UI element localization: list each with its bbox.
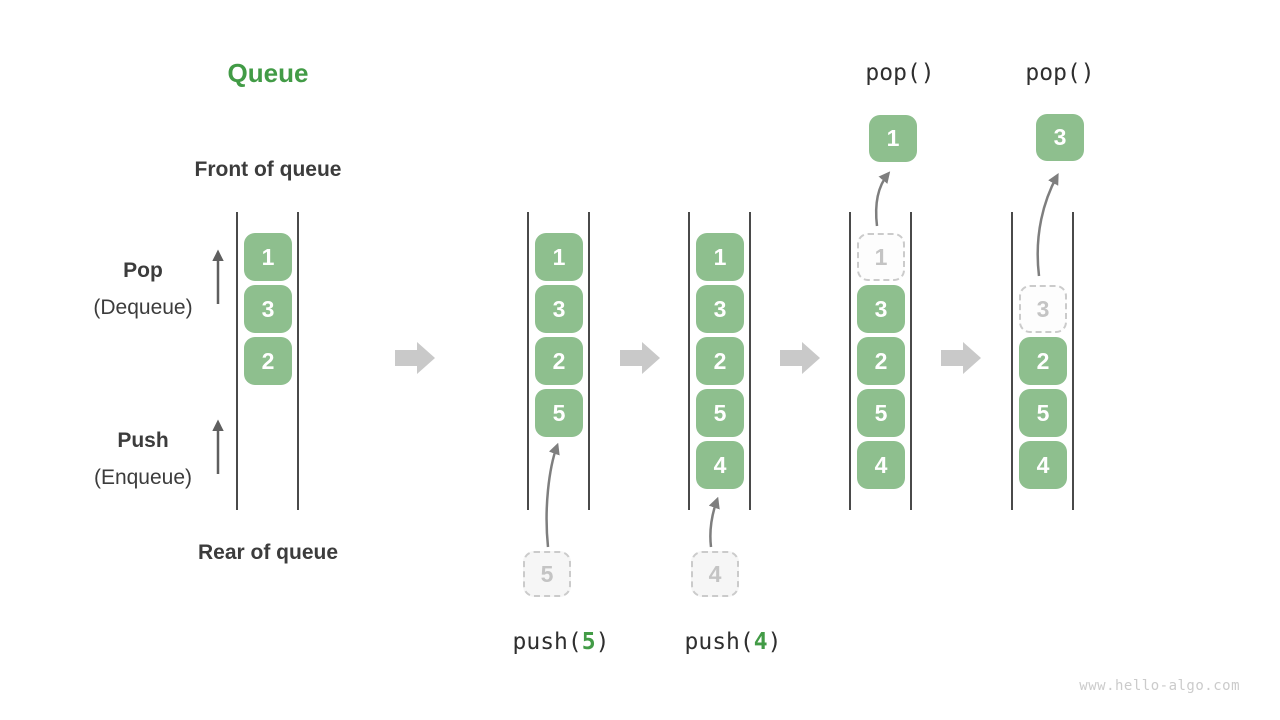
- queue-item-box: 5: [696, 389, 744, 437]
- queue-wall-line: [297, 212, 299, 510]
- flow-arrow-icon: [941, 342, 981, 374]
- queue-item-box: 2: [857, 337, 905, 385]
- queue-item-box: 1: [696, 233, 744, 281]
- popped-item-box: 1: [869, 115, 917, 162]
- queue-item-box: 4: [1019, 441, 1067, 489]
- op-argument: 5: [581, 629, 596, 655]
- op-prefix: push(: [684, 629, 754, 655]
- push-arrow-icon: [545, 442, 560, 548]
- front-of-queue-label: Front of queue: [194, 158, 342, 181]
- diagram-title: Queue: [227, 58, 309, 88]
- push-arrow-icon: [708, 496, 720, 548]
- queue-wall-line: [1011, 212, 1013, 510]
- queue-wall-line: [910, 212, 912, 510]
- queue-wall-line: [688, 212, 690, 510]
- queue-item-box: 2: [696, 337, 744, 385]
- queue-wall-line: [588, 212, 590, 510]
- queue-wall-line: [527, 212, 529, 510]
- ghost-item-box: 1: [857, 233, 905, 281]
- pop-arrow-icon: [874, 171, 891, 227]
- pending-item-box: 4: [691, 551, 739, 597]
- pop-arrow-icon: [1036, 172, 1059, 277]
- ghost-item-box: 3: [1019, 285, 1067, 333]
- queue-wall-line: [1072, 212, 1074, 510]
- queue-wall-line: [749, 212, 751, 510]
- op-argument: 4: [753, 629, 768, 655]
- queue-item-box: 2: [535, 337, 583, 385]
- queue-item-box: 5: [857, 389, 905, 437]
- op-suffix: ): [767, 629, 782, 655]
- queue-item-box: 2: [244, 337, 292, 385]
- queue-wall-line: [849, 212, 851, 510]
- queue-item-box: 5: [1019, 389, 1067, 437]
- rear-of-queue-label: Rear of queue: [197, 541, 339, 564]
- queue-item-box: 3: [535, 285, 583, 333]
- queue-item-box: 3: [696, 285, 744, 333]
- queue-item-box: 3: [244, 285, 292, 333]
- push-label: Push: [117, 429, 169, 452]
- queue-wall-line: [236, 212, 238, 510]
- queue-item-box: 4: [857, 441, 905, 489]
- pop-operation-label: pop(): [865, 60, 935, 86]
- popped-item-box: 3: [1036, 114, 1084, 161]
- pending-item-box: 5: [523, 551, 571, 597]
- flow-arrow-icon: [395, 342, 435, 374]
- queue-item-box: 3: [857, 285, 905, 333]
- push-operation-label: push(4): [668, 629, 798, 655]
- watermark: www.hello-algo.com: [1079, 678, 1240, 694]
- queue-item-box: 5: [535, 389, 583, 437]
- flow-arrow-icon: [780, 342, 820, 374]
- dequeue-label: (Dequeue): [93, 296, 193, 319]
- op-prefix: push(: [512, 629, 582, 655]
- pop-operation-label: pop(): [1025, 60, 1095, 86]
- enqueue-label: (Enqueue): [93, 466, 193, 489]
- queue-item-box: 1: [244, 233, 292, 281]
- push-operation-label: push(5): [496, 629, 626, 655]
- op-suffix: ): [595, 629, 610, 655]
- queue-item-box: 4: [696, 441, 744, 489]
- queue-item-box: 2: [1019, 337, 1067, 385]
- pop-label: Pop: [123, 259, 163, 282]
- flow-arrow-icon: [620, 342, 660, 374]
- queue-item-box: 1: [535, 233, 583, 281]
